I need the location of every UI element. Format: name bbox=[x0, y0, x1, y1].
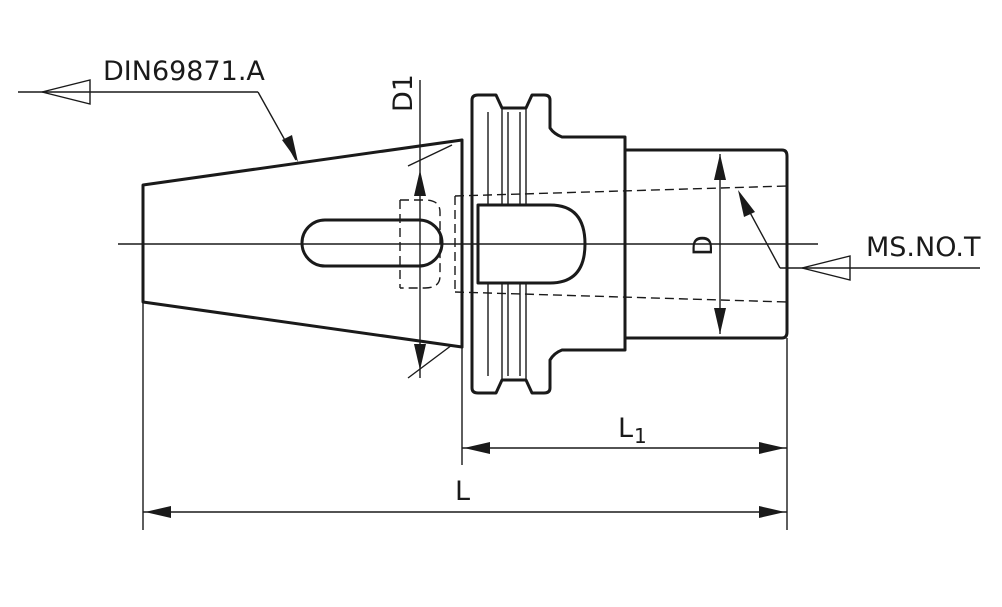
d1-label: D1 bbox=[388, 74, 419, 112]
hidden-bore-top bbox=[454, 185, 788, 197]
l1-label: L bbox=[618, 413, 633, 444]
tang-slot bbox=[476, 203, 587, 285]
din-label: DIN69871.A bbox=[103, 56, 265, 87]
d1-leader-bottom bbox=[407, 344, 453, 379]
l-arrow-right bbox=[759, 506, 785, 518]
d1-arrow-top bbox=[414, 170, 426, 196]
drive-slot bbox=[300, 218, 444, 268]
din-leader-arrow bbox=[282, 135, 298, 162]
ms-leader-arrow bbox=[738, 190, 755, 217]
l-arrow-left bbox=[145, 506, 171, 518]
l1-label-subscript: 1 bbox=[634, 424, 647, 448]
din-open-arrow bbox=[41, 79, 91, 105]
shank-outline bbox=[623, 148, 789, 340]
taper-cone-outline bbox=[141, 138, 464, 349]
l1-arrow-left bbox=[464, 442, 490, 454]
d1-leader-top bbox=[407, 144, 453, 167]
l-label: L bbox=[455, 476, 470, 507]
hidden-rear-pocket bbox=[400, 199, 441, 289]
d1-arrow-bottom bbox=[414, 344, 426, 370]
ms-label: MS.NO.T bbox=[866, 232, 981, 263]
d-arrow-bottom bbox=[714, 308, 726, 334]
hidden-bore-bottom bbox=[454, 291, 788, 303]
d-label: D bbox=[688, 235, 719, 256]
l1-arrow-right bbox=[759, 442, 785, 454]
ms-open-arrow bbox=[801, 255, 851, 281]
d-arrow-top bbox=[714, 154, 726, 180]
flange-outline bbox=[470, 93, 627, 395]
